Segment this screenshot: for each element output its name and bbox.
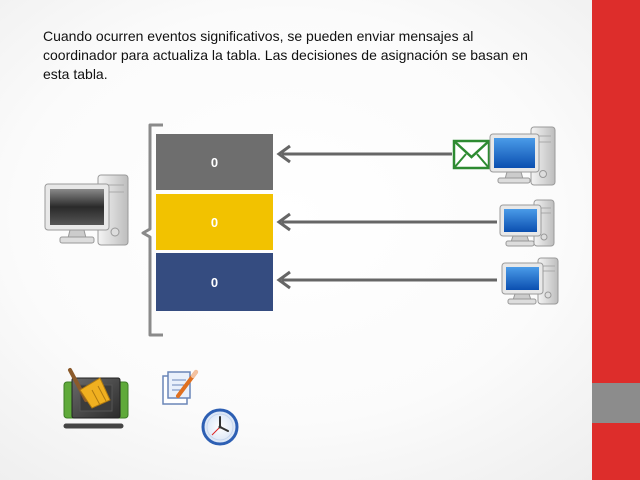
computer-icon xyxy=(499,199,555,247)
arrow xyxy=(276,270,497,290)
arrow xyxy=(276,212,497,232)
table-cell: 0 xyxy=(156,134,273,190)
computer-icon xyxy=(501,257,559,305)
edit-document-icon xyxy=(162,370,198,405)
envelope-icon xyxy=(452,139,491,170)
cpu-broom-icon xyxy=(63,368,129,429)
clock-icon xyxy=(201,408,239,446)
table-cell: 0 xyxy=(156,194,273,250)
slide-text: Cuando ocurren eventos significativos, s… xyxy=(43,28,528,82)
accent-block xyxy=(592,383,640,423)
computer-icon xyxy=(489,126,556,186)
computer-icon xyxy=(44,174,129,246)
accent-bar-bottom xyxy=(592,423,640,480)
table-cell: 0 xyxy=(156,253,273,311)
arrow xyxy=(276,144,452,164)
accent-bar xyxy=(592,0,640,480)
bracket xyxy=(141,123,163,337)
